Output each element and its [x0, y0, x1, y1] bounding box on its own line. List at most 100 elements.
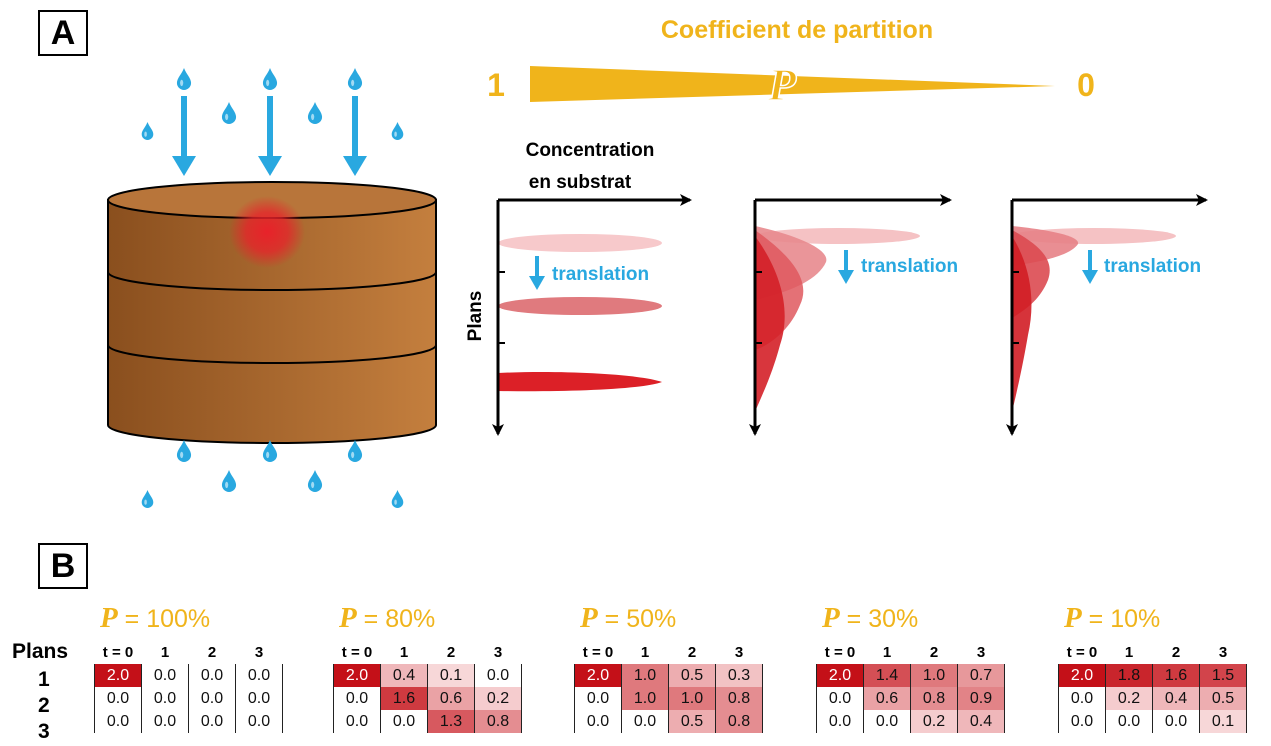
table-cell: 0.0	[1058, 687, 1106, 710]
table-cell: 0.0	[1105, 710, 1153, 733]
table-cell: 0.6	[427, 687, 475, 710]
column-header: t = 0	[1066, 643, 1098, 661]
p-symbol: P	[1064, 602, 1082, 634]
column-header: t = 0	[102, 643, 134, 661]
table-cell: 0.0	[235, 687, 283, 710]
column-header: 1	[882, 643, 892, 661]
table-cell: 0.2	[910, 710, 958, 733]
translation-label-2: translation	[861, 256, 958, 277]
column-header: 1	[1124, 643, 1134, 661]
p-value: = 50%	[597, 605, 677, 633]
table-title-1: P = 100%	[100, 602, 210, 635]
partition-wedge	[530, 66, 1055, 102]
table-cell: 0.0	[621, 710, 669, 733]
water-drops-bottom	[141, 440, 404, 508]
table-cell: 0.8	[715, 710, 763, 733]
table-cell: 1.6	[380, 687, 428, 710]
table-cell: 0.0	[474, 664, 522, 687]
column-header: 2	[446, 643, 456, 661]
table-cell: 0.5	[668, 664, 716, 687]
table-cell: 0.0	[816, 687, 864, 710]
table-cell: 0.2	[474, 687, 522, 710]
column-header: 3	[734, 643, 744, 661]
table-cell: 0.0	[863, 710, 911, 733]
table-cell: 0.1	[427, 664, 475, 687]
row-label-2: 2	[38, 694, 50, 717]
column-header: 3	[1218, 643, 1228, 661]
profile-graph-2: translation	[749, 194, 958, 436]
table-cell: 0.0	[141, 664, 189, 687]
table-cell: 0.0	[574, 687, 622, 710]
table-cell: 0.5	[1199, 687, 1247, 710]
table-cell: 0.0	[94, 687, 142, 710]
table-cell: 0.0	[380, 710, 428, 733]
table-cell: 0.4	[380, 664, 428, 687]
table-cell: 1.0	[910, 664, 958, 687]
table-cell: 1.0	[621, 664, 669, 687]
p-value: = 30%	[839, 605, 919, 633]
partition-title: Coefficient de partition	[661, 16, 933, 44]
partition-symbol: P	[767, 59, 797, 110]
table-title-5: P = 10%	[1064, 602, 1160, 635]
profile-graph-3: translation	[1006, 194, 1208, 436]
axis-title-line1: Concentration	[526, 140, 655, 161]
table-cell: 2.0	[94, 664, 142, 687]
table-cell: 2.0	[816, 664, 864, 687]
column-header: t = 0	[824, 643, 856, 661]
table-cell: 0.8	[910, 687, 958, 710]
table-cell: 0.0	[188, 710, 236, 733]
table-cell: 0.0	[1058, 710, 1106, 733]
column-header: 1	[399, 643, 409, 661]
table-cell: 0.0	[816, 710, 864, 733]
table-cell: 0.0	[188, 664, 236, 687]
table-cell: 0.0	[1152, 710, 1200, 733]
table-cell: 0.0	[94, 710, 142, 733]
table-cell: 2.0	[574, 664, 622, 687]
table-cell: 0.8	[474, 710, 522, 733]
table-title-2: P = 80%	[339, 602, 435, 635]
table-cell: 1.0	[668, 687, 716, 710]
table-cell: 0.6	[863, 687, 911, 710]
column-header: 3	[493, 643, 503, 661]
translation-label-3: translation	[1104, 256, 1201, 277]
table-cell: 1.5	[1199, 664, 1247, 687]
table-cell: 0.3	[715, 664, 763, 687]
p-symbol: P	[580, 602, 598, 634]
column-header: 3	[976, 643, 986, 661]
p-value: = 100%	[117, 605, 211, 633]
table-cell: 0.2	[1105, 687, 1153, 710]
p-value: = 10%	[1081, 605, 1161, 633]
table-cell: 0.0	[333, 710, 381, 733]
column-header: t = 0	[341, 643, 373, 661]
p-symbol: P	[339, 602, 357, 634]
table-cell: 0.0	[333, 687, 381, 710]
column-header: 1	[640, 643, 650, 661]
panel-a-diagram: Coefficient de partition 1 0 P Concentra…	[107, 16, 1208, 508]
table-title-3: P = 50%	[580, 602, 676, 635]
table-cell: 0.4	[957, 710, 1005, 733]
column-header: 3	[254, 643, 264, 661]
table-cell: 0.8	[715, 687, 763, 710]
table-title-4: P = 30%	[822, 602, 918, 635]
table-cell: 0.0	[235, 710, 283, 733]
table-cell: 1.3	[427, 710, 475, 733]
p-symbol: P	[822, 602, 840, 634]
table-cell: 0.0	[141, 687, 189, 710]
partition-left-value: 1	[487, 67, 505, 103]
substrate-spot	[229, 196, 305, 268]
